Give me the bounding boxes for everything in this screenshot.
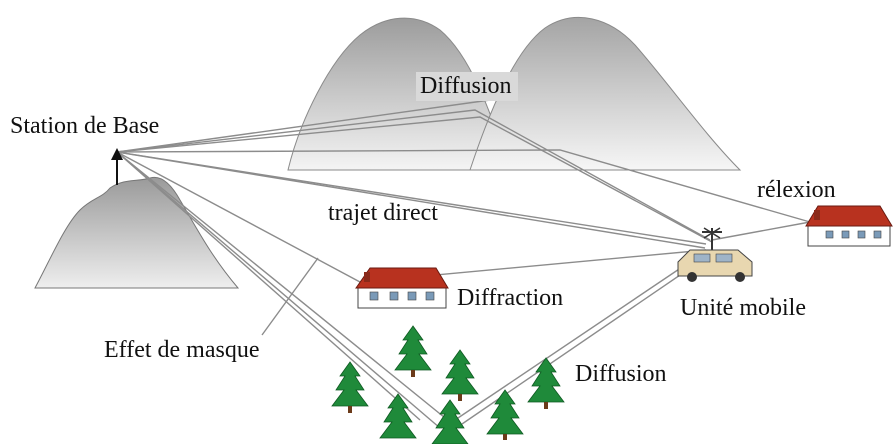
base-station-antenna	[111, 148, 123, 185]
label-diffusion-bottom: Diffusion	[575, 361, 667, 387]
ray-diffusion-bottom-1	[454, 254, 701, 421]
tree	[441, 349, 479, 401]
ray-shadow-2	[116, 151, 441, 429]
tree	[527, 357, 565, 409]
small-hill	[34, 176, 240, 289]
propagation-rays	[116, 99, 811, 429]
label-relexion: rélexion	[757, 177, 836, 203]
forest	[331, 325, 565, 444]
mountains	[34, 16, 742, 289]
ray-diffusion-top-2	[116, 116, 713, 243]
ray-shadow-1	[116, 151, 421, 421]
label-diffusion-top: Diffusion	[416, 72, 518, 101]
tree	[431, 399, 469, 444]
label-diffraction: Diffraction	[457, 285, 564, 311]
ray-mountain-upper	[116, 99, 491, 153]
label-station-de-base: Station de Base	[10, 113, 160, 139]
ray-direct-2	[116, 151, 706, 249]
label-effet-de-masque: Effet de masque	[104, 337, 260, 363]
label-trajet-direct: trajet direct	[328, 200, 438, 226]
tree	[394, 325, 432, 377]
mountain-left-peak	[287, 17, 511, 171]
ray-diffusion-top-1	[116, 109, 711, 241]
house-diffraction	[355, 267, 449, 309]
mobile-unit-van	[677, 227, 753, 282]
house-reflection	[805, 205, 893, 247]
tree	[331, 361, 369, 413]
tree	[379, 393, 417, 439]
ray-shadow-3	[116, 151, 456, 427]
tree	[486, 389, 524, 440]
masque-pointer	[261, 257, 319, 336]
ray-reflection-back	[711, 221, 811, 241]
ray-reflection	[116, 149, 811, 223]
label-unite-mobile: Unité mobile	[680, 295, 806, 321]
